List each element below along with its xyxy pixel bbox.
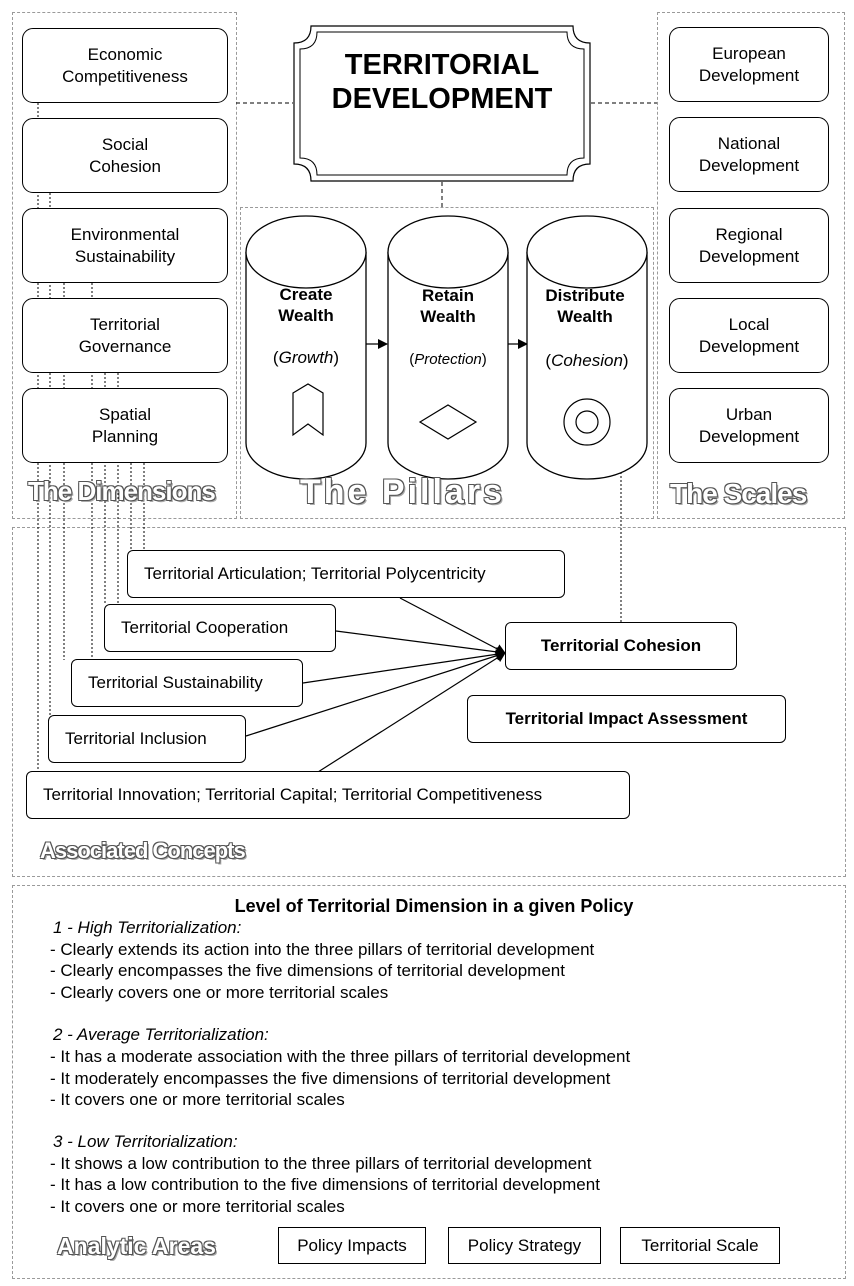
level-average-line-3: - It covers one or more territorial scal… [50, 1090, 345, 1109]
concept-arrows [245, 339, 528, 773]
level-low-line-3: - It covers one or more territorial scal… [50, 1197, 345, 1216]
diamond-icon [418, 404, 478, 440]
concept-inclusion: Territorial Inclusion [48, 715, 246, 763]
pillar-create-title: Create Wealth [278, 285, 334, 325]
pillars-panel [240, 207, 654, 519]
concept-innovation-capital-competitiveness: Territorial Innovation; Territorial Capi… [26, 771, 630, 819]
dimension-environmental-sustainability: Environmental Sustainability [22, 208, 228, 283]
level-average-line-1: - It has a moderate association with the… [50, 1047, 631, 1066]
dimensions-heading: The Dimensions [28, 476, 216, 506]
levels-panel [12, 885, 846, 1279]
scales-heading: The Scales [670, 478, 807, 509]
scale-european: European Development [669, 27, 829, 102]
level-high-heading: 1 - High Territorialization: [53, 918, 242, 937]
analytic-policy-impacts: Policy Impacts [278, 1227, 426, 1264]
pillar-retain-sub: (Protection) [409, 351, 487, 368]
analytic-policy-strategy: Policy Strategy [448, 1227, 601, 1264]
title-plaque [293, 25, 591, 182]
dimension-social-cohesion: Social Cohesion [22, 118, 228, 193]
level-low-line-2: - It has a low contribution to the five … [50, 1175, 600, 1194]
concept-territorial-impact-assessment: Territorial Impact Assessment [467, 695, 786, 743]
analytic-territorial-scale: Territorial Scale [620, 1227, 780, 1264]
level-average-line-2: - It moderately encompasses the five dim… [50, 1069, 611, 1088]
dimension-economic-competitiveness: Economic Competitiveness [22, 28, 228, 103]
analytic-areas-heading: Analytic Areas [57, 1233, 216, 1259]
scale-urban: Urban Development [669, 388, 829, 463]
pillar-distribute-sub: (Cohesion) [545, 351, 629, 370]
concept-cooperation: Territorial Cooperation [104, 604, 336, 652]
page-title: TERRITORIAL DEVELOPMENT [331, 49, 553, 115]
ring-icon [563, 398, 611, 446]
pentagon-icon [292, 383, 324, 437]
scale-local: Local Development [669, 298, 829, 373]
level-low-line-1: - It shows a low contribution to the thr… [50, 1154, 592, 1173]
pillar-cylinders [245, 215, 648, 480]
levels-title: Level of Territorial Dimension in a give… [234, 896, 634, 916]
dimension-territorial-governance: Territorial Governance [22, 298, 228, 373]
concepts-panel [12, 527, 846, 877]
dimension-spatial-planning: Spatial Planning [22, 388, 228, 463]
level-average-heading: 2 - Average Territorialization: [53, 1025, 269, 1044]
pillar-distribute-cylinder [526, 215, 648, 480]
level-high-line-3: - Clearly covers one or more territorial… [50, 983, 389, 1002]
level-high-line-1: - Clearly extends its action into the th… [50, 940, 595, 959]
scales-panel [657, 12, 845, 519]
concept-territorial-cohesion: Territorial Cohesion [505, 622, 737, 670]
pillar-create-cylinder [245, 215, 367, 480]
dimensions-panel [12, 12, 237, 519]
scale-national: National Development [669, 117, 829, 192]
concept-sustainability: Territorial Sustainability [71, 659, 303, 707]
pillar-retain-cylinder [387, 215, 509, 480]
pillar-distribute-title: Distribute Wealth [545, 286, 625, 326]
concept-articulation-polycentricity: Territorial Articulation; Territorial Po… [127, 550, 565, 598]
pillars-heading: The Pillars [300, 473, 505, 511]
level-high-line-2: - Clearly encompasses the five dimension… [50, 961, 565, 980]
scale-regional: Regional Development [669, 208, 829, 283]
concepts-heading: Associated Concepts [40, 838, 246, 863]
pillar-create-sub: (Growth) [272, 348, 340, 367]
pillar-retain-title: Retain Wealth [420, 286, 476, 326]
level-low-heading: 3 - Low Territorialization: [53, 1132, 238, 1151]
